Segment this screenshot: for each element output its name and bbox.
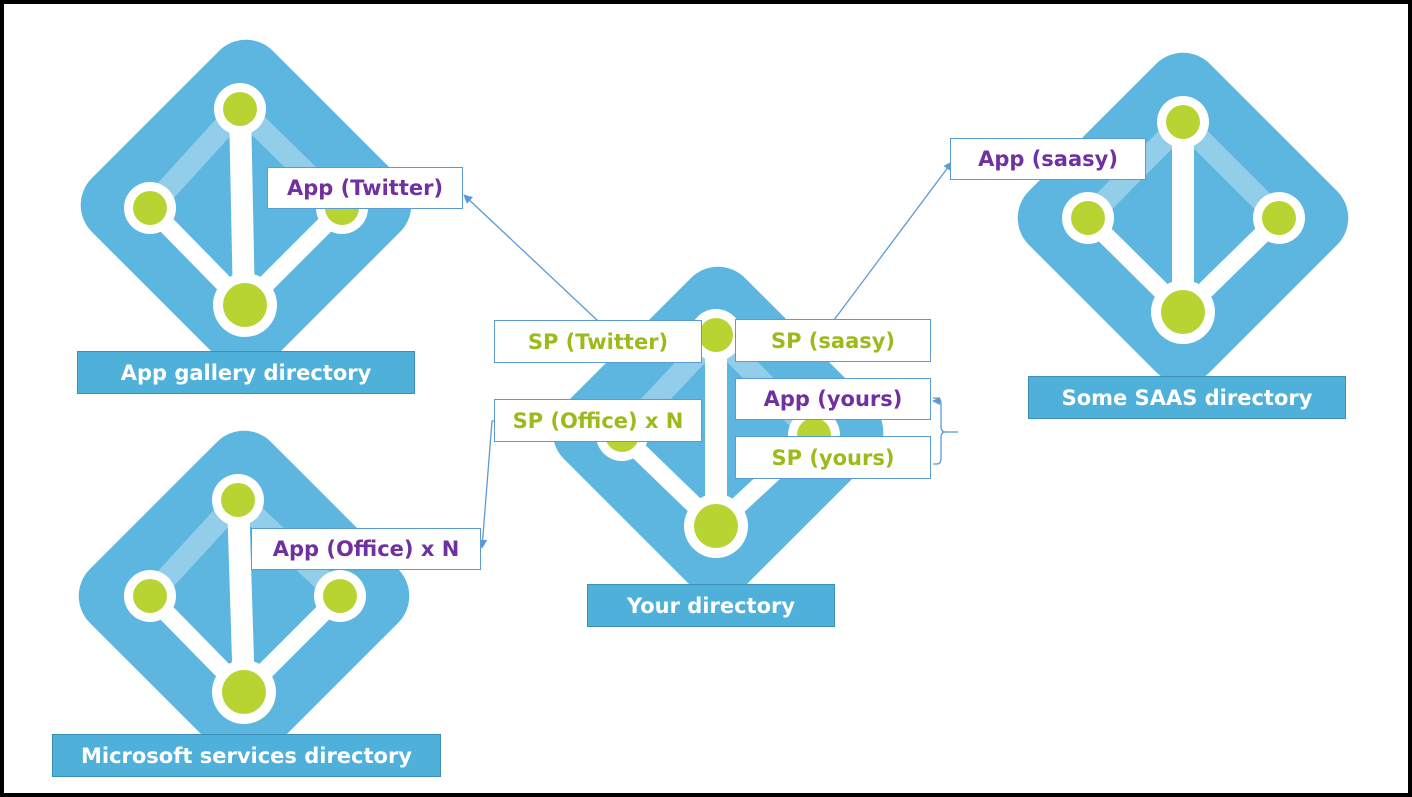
app-saasy-box: App (saasy) bbox=[950, 138, 1146, 180]
diagram-canvas: App gallery directory Microsoft services… bbox=[4, 4, 1408, 793]
sp-office-box: SP (Office) x N bbox=[494, 399, 702, 442]
connector-office bbox=[478, 420, 494, 549]
app-gallery-directory-label: App gallery directory bbox=[77, 351, 415, 394]
sp-twitter-box: SP (Twitter) bbox=[494, 320, 702, 363]
sp-saasy-box: SP (saasy) bbox=[735, 319, 931, 362]
app-yours-box: App (yours) bbox=[735, 378, 931, 420]
sp-yours-box: SP (yours) bbox=[735, 436, 931, 479]
connector-saasy bbox=[833, 161, 953, 321]
connector-twitter bbox=[463, 194, 599, 322]
azure-ad-icon bbox=[78, 430, 410, 762]
azure-ad-icon bbox=[1017, 52, 1349, 384]
app-office-box: App (Office) x N bbox=[251, 528, 481, 570]
arrowhead-app-yours bbox=[932, 397, 940, 405]
microsoft-services-directory-label: Microsoft services directory bbox=[52, 734, 441, 777]
your-directory-label: Your directory bbox=[587, 584, 835, 627]
saas-directory-label: Some SAAS directory bbox=[1028, 376, 1346, 419]
brace-yours bbox=[933, 397, 946, 465]
app-twitter-box: App (Twitter) bbox=[267, 167, 463, 209]
